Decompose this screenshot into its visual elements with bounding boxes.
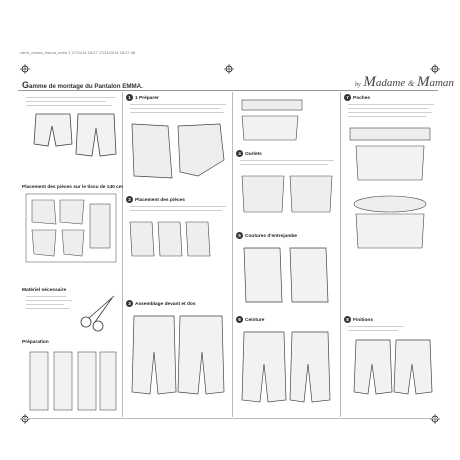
text-line [240, 164, 328, 166]
text-line [130, 206, 226, 208]
waistband-diagram [353, 195, 427, 249]
text-line [348, 116, 426, 118]
page-title: Gamme de montage du Pantalon EMMA. [22, 80, 143, 90]
step-6-diagram [241, 331, 331, 403]
scissors-icon [80, 295, 115, 332]
registration-mark-icon [430, 414, 440, 424]
text-line [130, 104, 226, 106]
text-line [26, 304, 64, 306]
column-divider [122, 92, 123, 417]
shorts-illustration [33, 113, 117, 157]
column-divider [232, 92, 233, 417]
text-line [240, 160, 334, 162]
step-4b-diagram [241, 175, 333, 213]
section-prep-heading: Préparation [22, 340, 49, 345]
step-1-diagram [131, 123, 225, 179]
text-line [348, 326, 404, 328]
step-3-diagram [131, 315, 225, 395]
section-materials-heading: Matériel nécessaire [22, 288, 67, 293]
text-line [348, 330, 398, 332]
step-2-diagram [129, 221, 211, 257]
text-line [130, 112, 224, 114]
text-line [26, 97, 116, 99]
text-line [130, 210, 222, 212]
column-divider [340, 92, 341, 417]
text-line [348, 108, 428, 110]
text-line [26, 296, 66, 298]
text-line [130, 108, 220, 110]
step-5-diagram [243, 247, 329, 303]
text-line [26, 101, 106, 103]
text-line [26, 300, 72, 302]
step-7-diagram [349, 127, 431, 181]
header-rule [18, 90, 438, 91]
text-line [348, 112, 432, 114]
registration-mark-icon [224, 64, 234, 74]
print-header: cardr_emma_emma_mdm 1 17/11/14 18:27 17/… [20, 50, 136, 55]
registration-mark-icon [430, 64, 440, 74]
step-4-diagram [241, 99, 303, 141]
brand-logo: by Madame & Maman [355, 74, 454, 90]
finished-pants-illustration [353, 339, 433, 395]
registration-mark-icon [20, 64, 30, 74]
section-placement-heading: Placement des pièces sur le tissu de 140… [22, 185, 124, 190]
prep-diagram [29, 351, 117, 411]
text-line [26, 308, 70, 310]
pattern-layout-diagram [25, 193, 117, 263]
footer-rule [20, 418, 440, 419]
text-line [26, 105, 112, 107]
text-line [348, 104, 434, 106]
registration-mark-icon [20, 414, 30, 424]
